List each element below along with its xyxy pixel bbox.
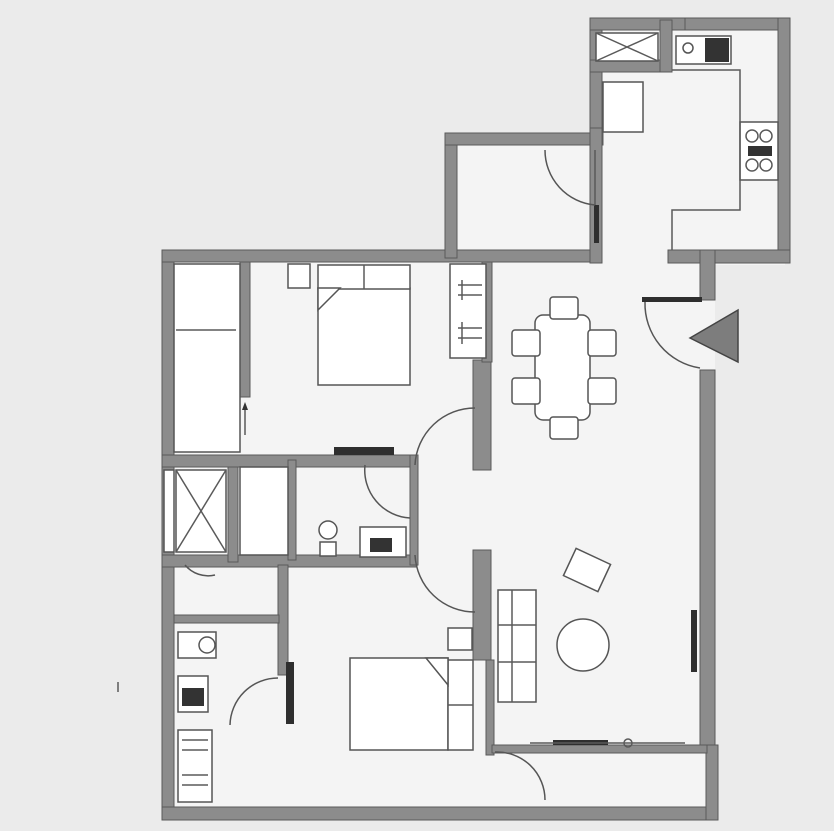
balcony-rail: [530, 738, 685, 748]
door-swings: [184, 149, 701, 801]
bathroom-1-fixtures: [163, 466, 407, 558]
living-room-furniture: [447, 547, 612, 703]
bedroom-1-furniture: [173, 263, 411, 453]
closet-shelving: [449, 263, 487, 359]
bedroom-2-furniture: [349, 657, 474, 751]
dining-table-set: [511, 296, 617, 440]
kitchen-fixtures: [595, 32, 779, 250]
entrance-arrow-icon: [688, 308, 739, 364]
bathroom-2-fixtures: [177, 631, 217, 803]
